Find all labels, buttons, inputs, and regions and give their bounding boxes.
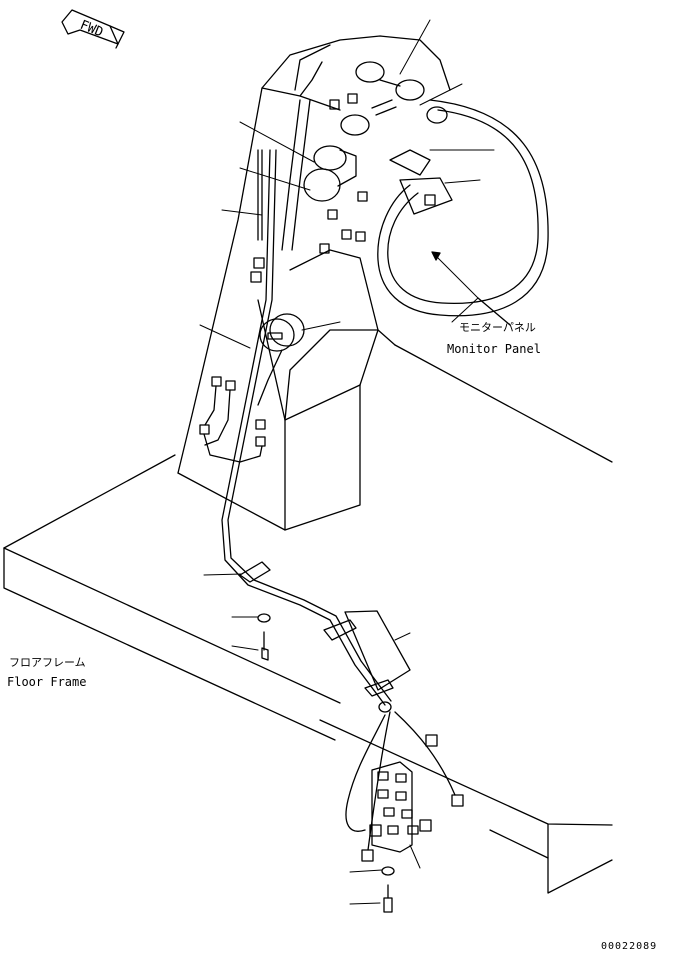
main-harness bbox=[221, 99, 392, 706]
relay-block bbox=[345, 711, 464, 862]
monitor-panel-label-en: Monitor Panel bbox=[447, 342, 541, 356]
floor-frame-label-jp: フロアフレーム bbox=[9, 656, 86, 669]
leader-lines bbox=[199, 19, 495, 905]
floor-frame-label-en: Floor Frame bbox=[7, 675, 87, 689]
gauge-cluster bbox=[303, 61, 448, 202]
harness-clamps bbox=[239, 561, 411, 713]
monitor-panel-label-jp: モニターパネル bbox=[459, 321, 536, 334]
drawing-number: 00022089 bbox=[601, 941, 658, 952]
monitor-panel-leader bbox=[431, 251, 511, 326]
floor-frame bbox=[3, 344, 613, 894]
fwd-arrow-icon: FWD bbox=[61, 9, 125, 49]
column-connectors bbox=[199, 93, 368, 463]
hour-meter bbox=[257, 313, 305, 406]
bolt-set-lower bbox=[381, 866, 395, 913]
bolt-set-upper bbox=[257, 613, 271, 661]
console-column bbox=[177, 35, 451, 531]
